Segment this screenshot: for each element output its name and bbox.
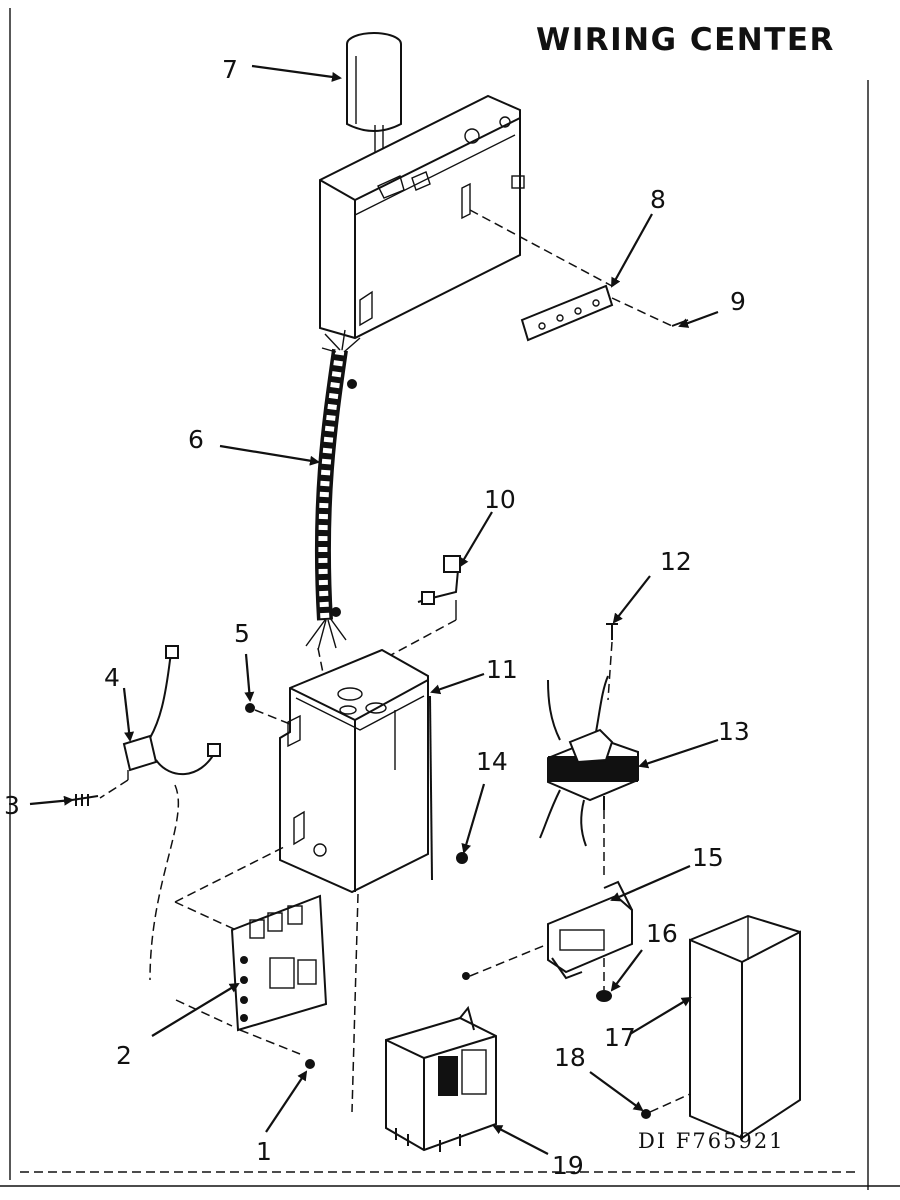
part-16-nut bbox=[596, 990, 612, 1002]
callout-12: 12 bbox=[660, 547, 692, 576]
wiring-box-housing bbox=[319, 94, 525, 340]
diagram-code: DI F765921 bbox=[638, 1129, 785, 1153]
callout-19: 19 bbox=[552, 1151, 584, 1180]
callout-1: 1 bbox=[256, 1137, 272, 1166]
callout-9: 9 bbox=[730, 287, 746, 316]
callout-11: 11 bbox=[486, 655, 518, 684]
callout-13: 13 bbox=[718, 717, 750, 746]
part-18-screw bbox=[641, 1109, 651, 1119]
part-17-cover bbox=[689, 914, 801, 1140]
part-11-control-box bbox=[279, 648, 429, 894]
callout-3: 3 bbox=[4, 791, 20, 820]
part-8-terminal-strip bbox=[520, 284, 614, 342]
callout-numbers: 1 2 3 4 5 6 7 8 9 10 11 12 13 14 15 16 1… bbox=[4, 55, 750, 1180]
part-2-circuit-board bbox=[230, 894, 328, 1032]
diagram-title: WIRING CENTER bbox=[536, 22, 835, 58]
callout-6: 6 bbox=[188, 425, 204, 454]
part-10-wire-assembly bbox=[417, 555, 461, 620]
part-5-screw bbox=[245, 703, 291, 725]
callout-16: 16 bbox=[646, 919, 678, 948]
part-4-switch bbox=[122, 645, 221, 780]
callout-17: 17 bbox=[604, 1023, 636, 1052]
part-12-screw bbox=[606, 623, 618, 640]
callout-2: 2 bbox=[116, 1041, 132, 1070]
part-19-relay bbox=[385, 1005, 497, 1152]
page-border bbox=[0, 8, 900, 1190]
callout-4: 4 bbox=[104, 663, 120, 692]
callout-14: 14 bbox=[476, 747, 508, 776]
callout-5: 5 bbox=[234, 619, 250, 648]
callout-7: 7 bbox=[222, 55, 238, 84]
callout-8: 8 bbox=[650, 185, 666, 214]
callout-10: 10 bbox=[484, 485, 516, 514]
part-1-screw bbox=[305, 1059, 315, 1069]
part-3-screw bbox=[71, 794, 99, 806]
callout-15: 15 bbox=[692, 843, 724, 872]
part-6-wire-harness bbox=[305, 329, 361, 651]
part-13-transformer bbox=[539, 675, 639, 847]
callout-arrows bbox=[29, 64, 719, 1155]
part-14-screw bbox=[456, 852, 468, 864]
callout-18: 18 bbox=[554, 1043, 586, 1072]
